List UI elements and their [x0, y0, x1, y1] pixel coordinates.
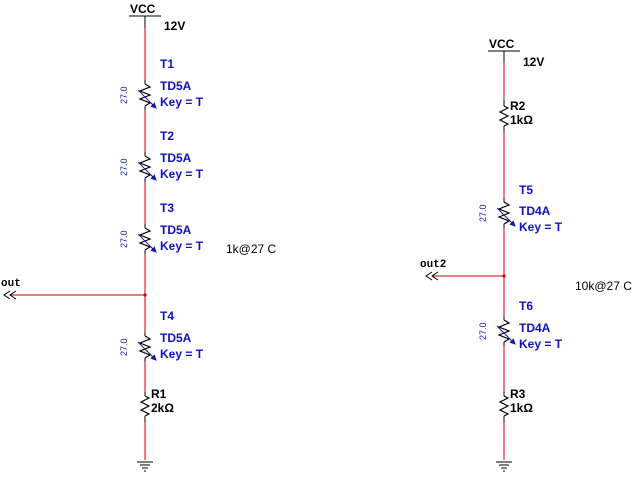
- resistor-r2[interactable]: R2 1kΩ: [498, 99, 533, 132]
- thermistor-value: 27.0: [119, 86, 129, 104]
- supply-value-left: 12V: [164, 19, 185, 33]
- output-tap-right[interactable]: [425, 271, 506, 281]
- thermistor-model: TD4A: [519, 321, 551, 335]
- thermistor-key: Key = T: [160, 347, 204, 361]
- thermistor-t3[interactable]: 27.0 T3 TD5A Key = T: [119, 201, 204, 254]
- thermistor-model: TD5A: [160, 79, 192, 93]
- out-label-right: out2: [420, 259, 446, 271]
- resistor-ref: R3: [510, 387, 526, 401]
- resistor-value: 1kΩ: [510, 113, 533, 127]
- thermistor-note-right: 10k@27 C: [575, 279, 632, 293]
- thermistor-ref: T1: [160, 57, 174, 71]
- resistor-value: 1kΩ: [510, 401, 533, 415]
- resistor-ref: R1: [151, 387, 167, 401]
- thermistor-key: Key = T: [160, 239, 204, 253]
- output-tap-left[interactable]: [3, 290, 147, 300]
- vcc-symbol-right: [488, 50, 520, 62]
- thermistor-key: Key = T: [519, 337, 563, 351]
- vcc-label-left: VCC: [130, 2, 156, 16]
- thermistor-ref: T3: [160, 201, 174, 215]
- ground-symbol-left: [137, 461, 153, 472]
- thermistor-value: 27.0: [478, 322, 488, 340]
- thermistor-t6[interactable]: 27.0 T6 TD4A Key = T: [478, 299, 563, 351]
- thermistor-value: 27.0: [119, 158, 129, 176]
- thermistor-note-left: 1k@27 C: [226, 242, 277, 256]
- thermistor-value: 27.0: [119, 338, 129, 356]
- thermistor-key: Key = T: [160, 167, 204, 181]
- thermistor-ref: T5: [519, 183, 533, 197]
- thermistor-ref: T4: [160, 309, 174, 323]
- thermistor-t2[interactable]: 27.0 T2 TD5A Key = T: [119, 129, 204, 182]
- thermistor-value: 27.0: [478, 204, 488, 222]
- thermistor-value: 27.0: [119, 230, 129, 248]
- resistor-value: 2kΩ: [151, 401, 174, 415]
- resistor-ref: R2: [510, 99, 526, 113]
- right-circuit: VCC 12V R2 1kΩ 27.0 T5 TD4A Key = T: [420, 37, 632, 472]
- out-label-left: out: [1, 278, 21, 290]
- thermistor-model: TD5A: [160, 151, 192, 165]
- left-circuit: VCC 12V 27.0 T1 TD5A Key = T 27.0 T2: [1, 2, 277, 472]
- thermistor-key: Key = T: [519, 220, 563, 234]
- resistor-r3[interactable]: R3 1kΩ: [498, 387, 533, 422]
- thermistor-ref: T2: [160, 129, 174, 143]
- thermistor-model: TD5A: [160, 331, 192, 345]
- vcc-symbol-left: [129, 15, 161, 28]
- ground-symbol-right: [496, 461, 512, 472]
- thermistor-t5[interactable]: 27.0 T5 TD4A Key = T: [478, 183, 563, 234]
- vcc-label-right: VCC: [489, 37, 515, 51]
- thermistor-key: Key = T: [160, 95, 204, 109]
- thermistor-t4[interactable]: 27.0 T4 TD5A Key = T: [119, 309, 204, 362]
- thermistor-model: TD5A: [160, 223, 192, 237]
- supply-value-right: 12V: [523, 55, 544, 69]
- thermistor-t1[interactable]: 27.0 T1 TD5A Key = T: [119, 57, 204, 110]
- resistor-r1[interactable]: R1 2kΩ: [139, 387, 174, 422]
- thermistor-model: TD4A: [519, 204, 551, 218]
- thermistor-ref: T6: [519, 299, 533, 313]
